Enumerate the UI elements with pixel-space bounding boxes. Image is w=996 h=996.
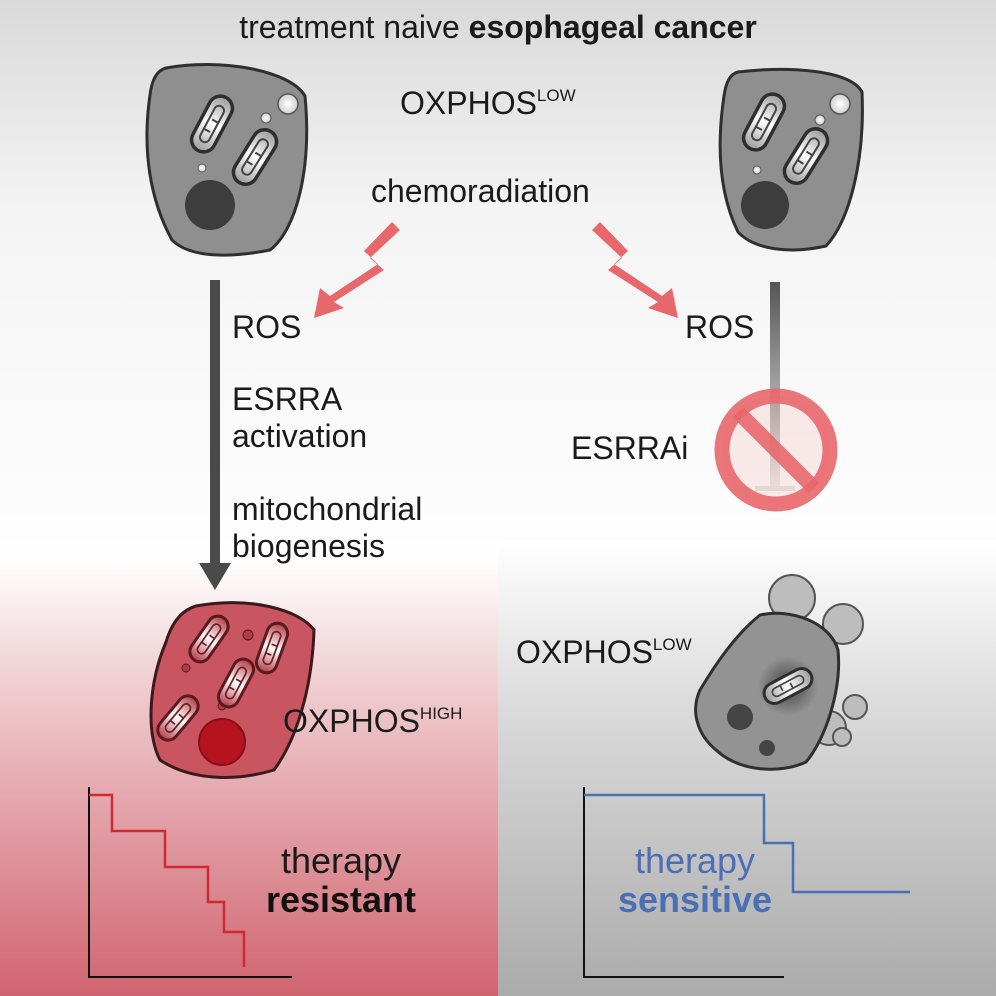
left-ros-label: ROS	[232, 309, 302, 345]
activation-label: activation	[232, 418, 368, 454]
arrow-down-icon	[199, 280, 231, 590]
oxphos-high-label: OXPHOSHIGH	[283, 705, 462, 737]
prohibition-icon	[714, 388, 838, 512]
title-prefix: treatment naive	[239, 9, 460, 45]
cancer-cell-icon	[718, 68, 864, 252]
sensitive-curve-axes	[583, 787, 784, 978]
survival-curve-icon	[88, 787, 292, 978]
survival-curve-icon	[583, 787, 910, 978]
oxphos-superscript: LOW	[652, 635, 692, 655]
outcome-line2: resistant	[265, 879, 417, 920]
sensitive-outcome: therapy sensitive	[590, 843, 800, 918]
biogenesis-label: biogenesis	[232, 528, 385, 564]
sensitive-survival-curve	[584, 793, 910, 894]
resistant-curve-axes	[88, 787, 292, 978]
oxphos-text: OXPHOS	[516, 634, 653, 670]
oxphos-low-label: OXPHOSLOW	[516, 636, 692, 668]
apoptotic-cell-icon	[694, 574, 868, 771]
page-title: treatment naive esophageal cancer	[0, 11, 996, 43]
mitochondrial-label: mitochondrial	[232, 491, 423, 527]
resistant-outcome: therapy resistant	[236, 843, 446, 918]
cancer-cell-icon	[149, 601, 316, 779]
lightning-arrow-icon	[592, 222, 678, 318]
oxphos-text: OXPHOS	[400, 85, 537, 121]
oxphos-superscript: HIGH	[419, 704, 463, 724]
right-ros-label: ROS	[685, 309, 755, 345]
title-bold: esophageal cancer	[468, 9, 757, 45]
treatment-label: chemoradiation	[371, 173, 590, 209]
esrrai-label: ESRRAi	[571, 430, 689, 466]
lightning-arrow-icon	[314, 222, 400, 318]
esrra-label: ESRRA	[232, 381, 343, 417]
oxphos-text: OXPHOS	[283, 703, 420, 739]
resistant-survival-curve	[89, 793, 246, 967]
outcome-line2: sensitive	[617, 879, 773, 920]
blocked-path-bar	[770, 282, 780, 490]
oxphos-superscript: LOW	[536, 86, 576, 106]
outcome-line1: therapy	[280, 840, 402, 881]
outcome-line1: therapy	[634, 840, 756, 881]
sensitive-panel	[498, 540, 996, 996]
top-state-label: OXPHOSLOW	[400, 87, 576, 119]
cancer-cell-icon	[145, 62, 309, 257]
blocked-path-stop	[755, 486, 795, 491]
